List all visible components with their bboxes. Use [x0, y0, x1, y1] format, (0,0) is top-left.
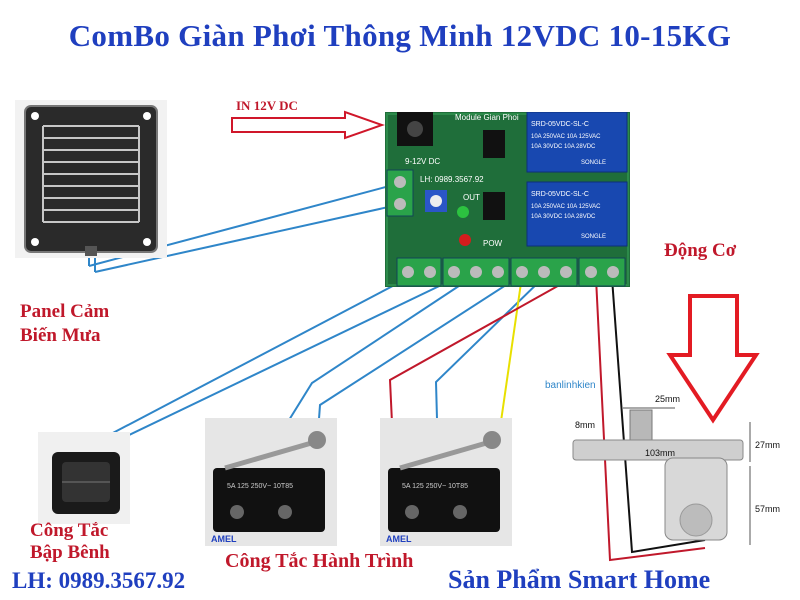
out-led: [457, 206, 469, 218]
rocker-switch: [38, 432, 130, 524]
motor-wire-red: [595, 277, 706, 562]
ic-chip-1: [483, 130, 505, 158]
svg-text:10A 30VDC 10A 28VDC: 10A 30VDC 10A 28VDC: [531, 144, 596, 150]
motor-down-arrow: [666, 294, 760, 424]
svg-text:SONGLE: SONGLE: [581, 160, 606, 166]
rocker-wire-2: [101, 277, 457, 449]
rocker-wire-1: [89, 277, 409, 446]
rocker-switch-label-line1: Công Tắc: [30, 520, 109, 541]
relay-2: SRD-05VDC-SL-C 10A 250VAC 10A 125VAC 10A…: [526, 181, 628, 247]
motor-wire-black: [611, 277, 706, 554]
module-voltage-text: 9-12V DC: [405, 157, 440, 166]
module-phone-text: LH: 0989.3567.92: [420, 175, 484, 184]
rain-sensor-panel: [15, 100, 167, 258]
bottom-terminal-blocks: [396, 257, 626, 287]
contact-phone: LH: 0989.3567.92: [12, 568, 186, 593]
svg-text:25mm: 25mm: [655, 394, 680, 404]
svg-text:27mm: 27mm: [755, 440, 780, 450]
module-pow-label: POW: [483, 239, 503, 248]
svg-text:SRD-05VDC-SL-C: SRD-05VDC-SL-C: [531, 191, 589, 198]
svg-text:8mm: 8mm: [575, 420, 595, 430]
ic-chip-2: [483, 192, 505, 220]
svg-text:SONGLE: SONGLE: [581, 234, 606, 240]
svg-text:AMEL: AMEL: [211, 534, 237, 544]
svg-text:10A 250VAC 10A 125VAC: 10A 250VAC 10A 125VAC: [531, 134, 601, 140]
input-label: IN 12V DC: [236, 98, 298, 113]
module-out-label: OUT: [463, 193, 480, 202]
input-arrow: [231, 110, 386, 140]
module-brand-text: Module Gian Phoi: [455, 113, 519, 122]
svg-text:5A 125 250V~ 10T85: 5A 125 250V~ 10T85: [227, 483, 293, 490]
svg-text:10A 30VDC 10A 28VDC: 10A 30VDC 10A 28VDC: [531, 214, 596, 220]
sensor-panel-label: Panel Cảm Biến Mưa: [20, 300, 109, 348]
svg-text:103mm: 103mm: [645, 448, 675, 458]
relay-1: SRD-05VDC-SL-C 10A 250VAC 10A 125VAC 10A…: [526, 112, 628, 173]
rocker-switch-label: Công Tắc Bập Bênh: [30, 520, 110, 564]
svg-text:AMEL: AMEL: [386, 534, 412, 544]
sensor-wire-2: [94, 203, 403, 273]
watermark: banlinhkien: [545, 380, 596, 391]
limit-switch-1: 5A 125 250V~ 10T85 AMEL: [205, 418, 337, 546]
motor-label: Động Cơ: [664, 240, 737, 261]
limit-switch-label: Công Tắc Hành Trình: [225, 550, 414, 572]
svg-text:10A 250VAC 10A 125VAC: 10A 250VAC 10A 125VAC: [531, 204, 601, 210]
pow-led: [459, 234, 471, 246]
svg-text:SRD-05VDC-SL-C: SRD-05VDC-SL-C: [531, 121, 589, 128]
sensor-panel-label-line1: Panel Cảm: [20, 301, 110, 322]
rocker-switch-label-line2: Bập Bênh: [30, 542, 110, 563]
svg-text:57mm: 57mm: [755, 504, 780, 514]
diagram-title: ComBo Giàn Phơi Thông Minh 12VDC 10-15KG: [68, 18, 732, 53]
control-module-board: Module Gian Phoi 9-12V DC LH: 0989.3567.…: [385, 112, 630, 287]
product-label: Sản Phẩm Smart Home: [448, 565, 711, 594]
sensor-panel-label-line2: Biến Mưa: [20, 325, 101, 346]
limit-switch-2: 5A 125 250V~ 10T85 AMEL: [380, 418, 512, 546]
motor-diagram: banlinhkien 25mm 8mm 103mm 27mm 57mm: [545, 380, 780, 545]
svg-text:5A 125 250V~ 10T85: 5A 125 250V~ 10T85: [402, 483, 468, 490]
